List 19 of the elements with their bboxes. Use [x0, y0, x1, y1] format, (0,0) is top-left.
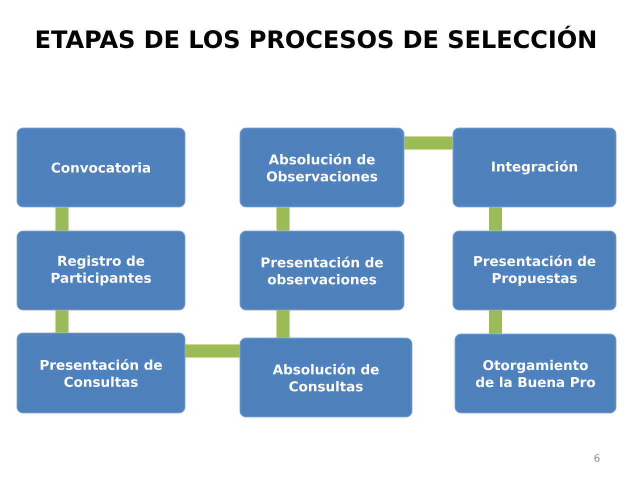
connector-bar	[56, 310, 68, 333]
connector-bar	[489, 207, 502, 231]
connector-bar	[56, 207, 68, 231]
page-number: 6	[594, 454, 600, 462]
process-box: Convocatoria	[16, 128, 186, 208]
connector-bar	[489, 310, 502, 334]
title: ETAPAS DE LOS PROCESOS DE SELECCIÓN	[36, 26, 596, 48]
process-box: Absolución de Observaciones	[240, 128, 404, 208]
connector-bar	[404, 136, 453, 150]
process-box: Presentación de observaciones	[240, 230, 404, 310]
connector-bar	[185, 344, 240, 358]
process-box: Registro de Participantes	[16, 230, 186, 310]
process-box: Otorgamiento de la Buena Pro	[454, 334, 616, 414]
process-box: Presentación de Propuestas	[452, 230, 616, 310]
connector-bar	[276, 310, 290, 338]
connector-bar	[276, 207, 290, 231]
process-box: Presentación de Consultas	[16, 332, 186, 414]
process-box: Integración	[452, 128, 616, 208]
process-box: Absolución de Consultas	[240, 338, 412, 418]
